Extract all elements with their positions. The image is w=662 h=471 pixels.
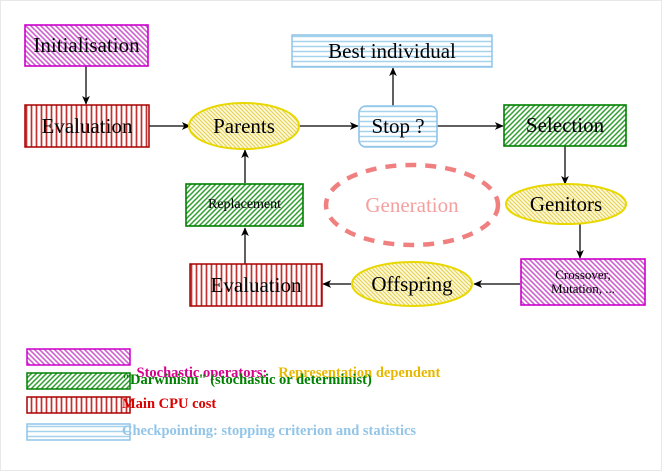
- legend-text-stochastic-main: Stochastic operators:: [136, 365, 268, 381]
- node-generation: [323, 162, 501, 248]
- legend-swatch-checkpointing: [26, 423, 131, 441]
- legend-label-darwinism: "Darwinism" (stochastic or determinist): [122, 372, 372, 388]
- legend-swatch-stochastic: [26, 348, 131, 366]
- node-crossover-mutation[interactable]: [520, 258, 646, 306]
- node-genitors[interactable]: [505, 183, 627, 225]
- legend-label-checkpointing: Checkpointing: stopping criterion and st…: [122, 423, 417, 439]
- node-evaluation-bottom[interactable]: [189, 263, 323, 307]
- legend-label-stochastic: Stochastic operators: Representation dep…: [122, 348, 441, 399]
- node-evaluation-top[interactable]: [24, 104, 150, 148]
- node-selection[interactable]: [503, 104, 627, 147]
- legend-text-stochastic-extra: Representation dependent: [267, 365, 441, 381]
- node-best-individual[interactable]: [291, 34, 493, 68]
- node-offspring[interactable]: [351, 261, 473, 307]
- node-replacement[interactable]: [185, 183, 304, 227]
- node-initialisation[interactable]: [24, 24, 149, 67]
- legend-label-cpu: Main CPU cost: [122, 396, 217, 412]
- node-stop[interactable]: [358, 105, 438, 148]
- legend-swatch-darwinism: [26, 372, 131, 390]
- node-parents[interactable]: [188, 102, 300, 150]
- legend-swatch-cpu: [26, 396, 131, 414]
